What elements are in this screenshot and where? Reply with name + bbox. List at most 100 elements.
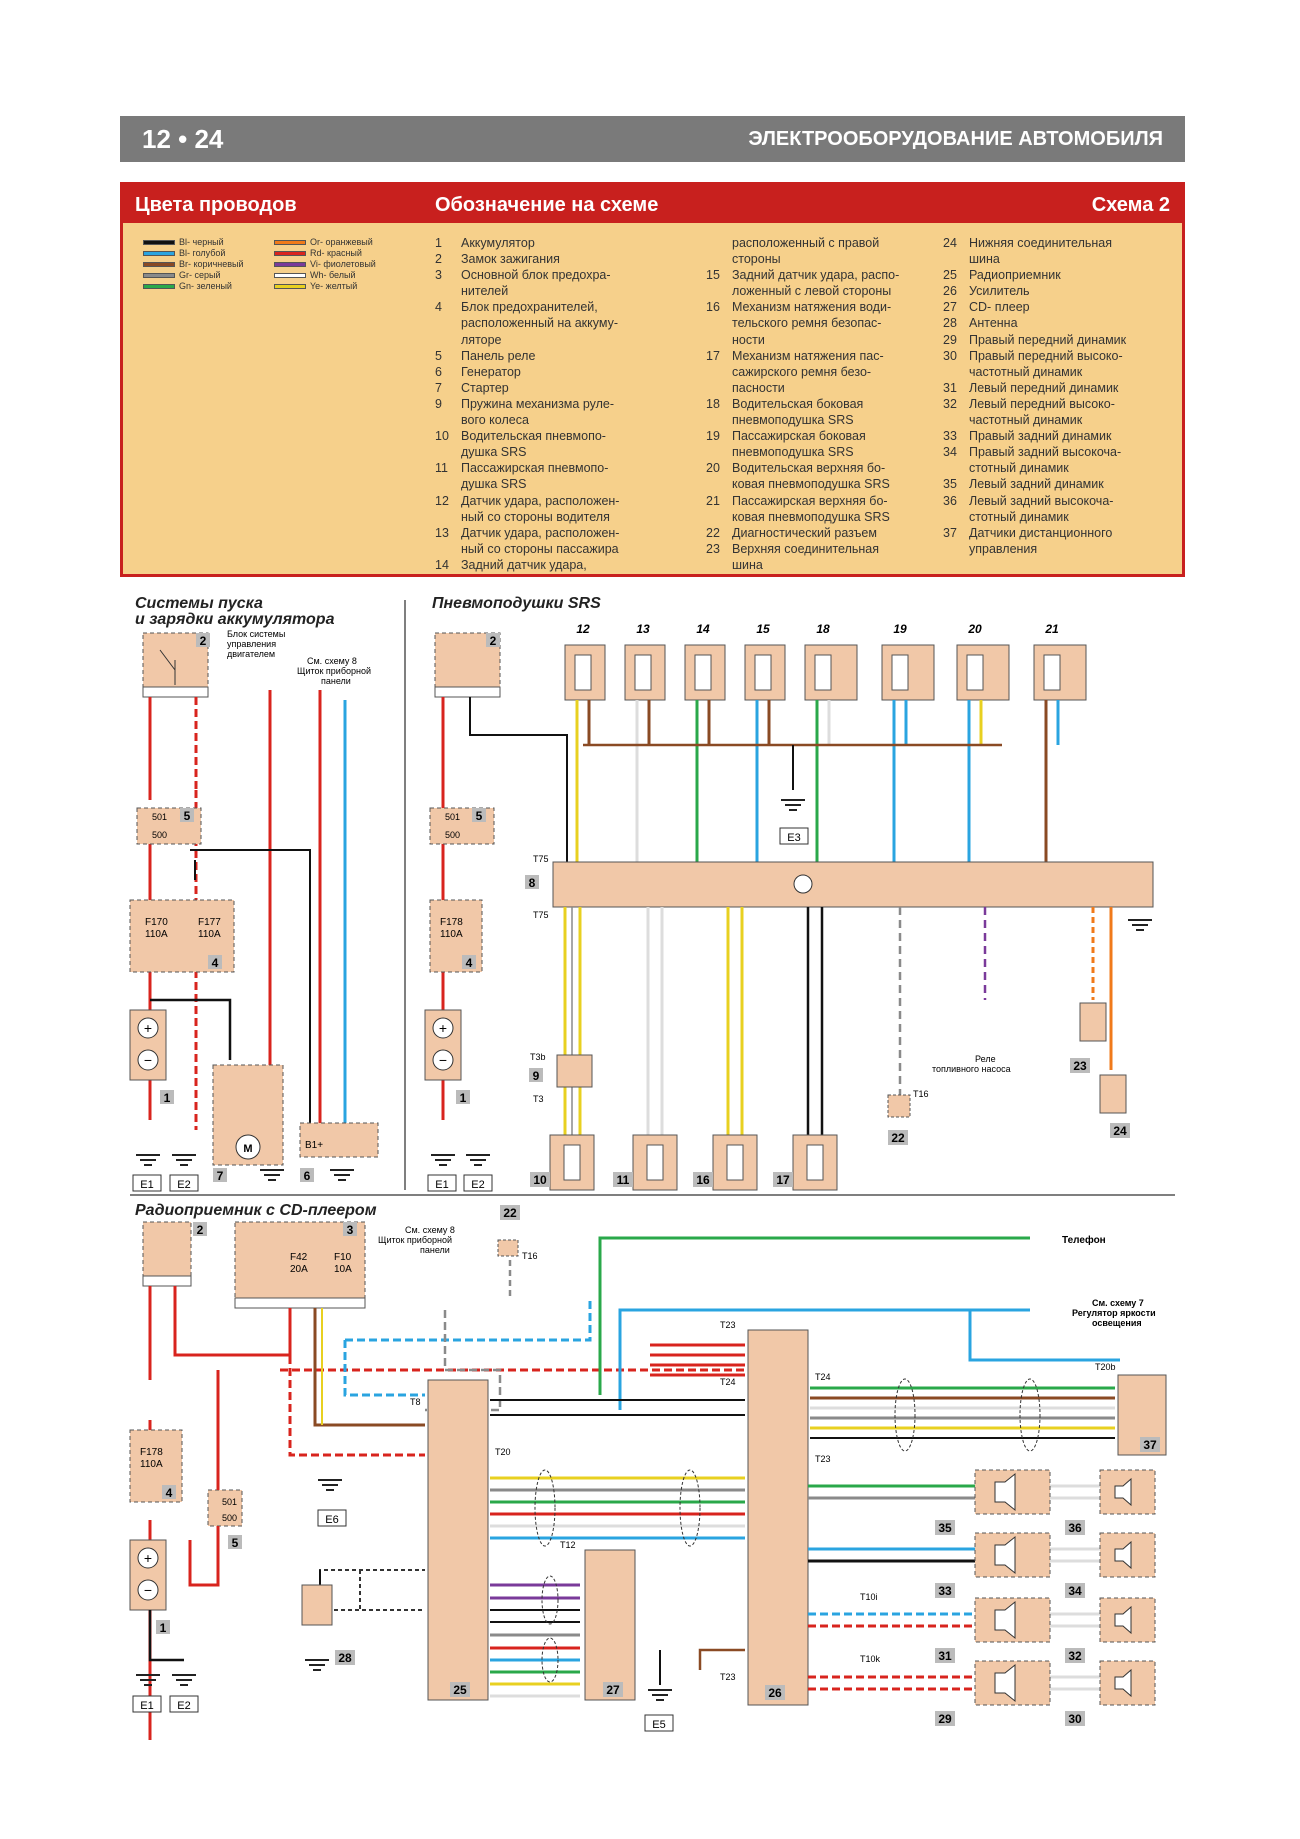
legend-item-text: Правый задний динамик (969, 429, 1112, 444)
legend-item-text: ковая пневмоподушка SRS (732, 509, 890, 524)
radio-ground-e2: E2 (177, 1700, 190, 1712)
ground-e6-label: E6 (325, 1514, 338, 1526)
fuse-f170-amp: 110A (145, 929, 168, 940)
legend-item-number: 31 (943, 380, 957, 395)
srs-ground-e1: E1 (435, 1179, 448, 1191)
ground-e3-label: E3 (787, 832, 800, 844)
legend-item: частотный динамик (943, 412, 1126, 428)
radio-see8-label-2: Щиток приборной (378, 1235, 452, 1245)
wire-color-swatch (143, 240, 175, 246)
srs-top-connector-number: 14 (696, 622, 710, 636)
speaker-right-number: 30 (1068, 1712, 1082, 1726)
legend-item-text: Панель реле (461, 348, 536, 363)
legend-item-text: Пружина механизма руле- (461, 396, 615, 411)
legend-item-text: Механизм натяжения пас- (732, 348, 884, 363)
legend-title-bar: Цвета проводов Обозначение на схеме Схем… (123, 185, 1182, 223)
legend-item-text: расположенный с правой (732, 236, 880, 250)
legend-item-text: CD- плеер (969, 300, 1030, 315)
start-title-line-2: и зарядки аккумулятора (135, 611, 335, 628)
label-box-2 (196, 633, 210, 647)
legend-item: управления (943, 541, 1126, 557)
legend-item: 5 Панель реле (435, 348, 619, 364)
legend-item-number: 35 (943, 477, 957, 492)
wire-colors-title: Цвета проводов (135, 194, 297, 216)
component-number-5: 5 (184, 809, 191, 823)
legend-item-text: Правый передний динамик (969, 332, 1127, 347)
srs-t3b: T3b (530, 1052, 546, 1062)
legend-item-text: Замок зажигания (461, 252, 560, 267)
radio-t8: T8 (410, 1397, 421, 1407)
radio-component-number-22: 22 (503, 1206, 517, 1220)
srs-component-number-4: 4 (466, 956, 473, 970)
legend-item-text: Датчики дистанционного (969, 525, 1113, 540)
see8-label-1: См. схему 8 (307, 656, 357, 666)
fuse-f42-amp: 20A (290, 1264, 308, 1275)
wire-color-label: Or- оранжевый (310, 237, 373, 247)
radio-t24-right: T24 (815, 1372, 831, 1382)
legend-item-text: Задний датчик удара, распо- (732, 268, 900, 283)
legend-item-text: Аккумулятор (461, 236, 535, 250)
legend-item-number: 9 (435, 396, 442, 411)
speaker-right-number: 36 (1068, 1521, 1082, 1535)
component-number-23: 23 (1073, 1059, 1087, 1073)
legend-item-text: Задний датчик удара, (461, 557, 587, 572)
legend-item-text: ковая пневмоподушка SRS (732, 477, 890, 492)
relay-500-label: 500 (152, 830, 167, 840)
radio-t23-bottom: T23 (720, 1672, 736, 1682)
legend-item-text: сажирского ремня безо- (732, 364, 872, 379)
legend-item: пасности (706, 380, 899, 396)
legend-item-text: Пассажирская верхняя бо- (732, 493, 888, 508)
srs-top-connector-number: 15 (756, 622, 770, 636)
see7-label-3: освещения (1092, 1318, 1142, 1328)
legend-item-number: 15 (706, 268, 720, 283)
legend-item-text: Радиоприемник (969, 268, 1061, 283)
legend-item-text: частотный динамик (969, 364, 1083, 379)
component-number-7: 7 (217, 1169, 224, 1183)
page-header: 12 • 24 ЭЛЕКТРООБОРУДОВАНИЕ АВТОМОБИЛЯ (120, 116, 1185, 162)
legend-item-text: Нижняя соединительная (969, 236, 1113, 250)
wire-color-label: Wh- белый (310, 270, 356, 280)
legend-item-text: расположенный на аккуму- (461, 316, 619, 331)
fuse-f42-label: F42 (290, 1252, 308, 1263)
legend-item-number: 19 (706, 429, 720, 444)
radio-component-number-4: 4 (166, 1486, 173, 1500)
alternator (299, 1122, 379, 1158)
legend-item-text: Водительская боковая (732, 396, 864, 411)
legend-item: вого колеса (435, 412, 619, 428)
svg-text:+: + (439, 1020, 447, 1036)
wire-color-label: Vi- фиолетовый (310, 259, 376, 269)
switch-symbol (159, 649, 176, 685)
diagnostic-connector (887, 1094, 911, 1118)
legend-item-text: Основной блок предохра- (461, 268, 611, 283)
legend-item: шина (943, 251, 1126, 267)
speaker-left-number: 29 (938, 1712, 952, 1726)
see8-label-2: Щиток приборной (297, 666, 371, 676)
legend-item-text: частотный динамик (969, 413, 1083, 428)
fuse-f10-label: F10 (334, 1252, 352, 1263)
legend-item-text: Механизм натяжения води- (732, 300, 892, 315)
component-number-8: 8 (529, 876, 536, 890)
srs-t3: T3 (533, 1094, 544, 1104)
srs-t75-top: T75 (533, 854, 549, 864)
legend-item-number: 5 (435, 348, 442, 363)
component-number-4: 4 (212, 956, 219, 970)
legend-item-number: 37 (943, 525, 957, 540)
start-charge-circuit: 2 Блок системы управления двигателем См.… (129, 629, 379, 1192)
antenna (301, 1584, 333, 1626)
legend-item-text: управления (969, 541, 1038, 556)
legend-item: душка SRS (435, 444, 619, 460)
